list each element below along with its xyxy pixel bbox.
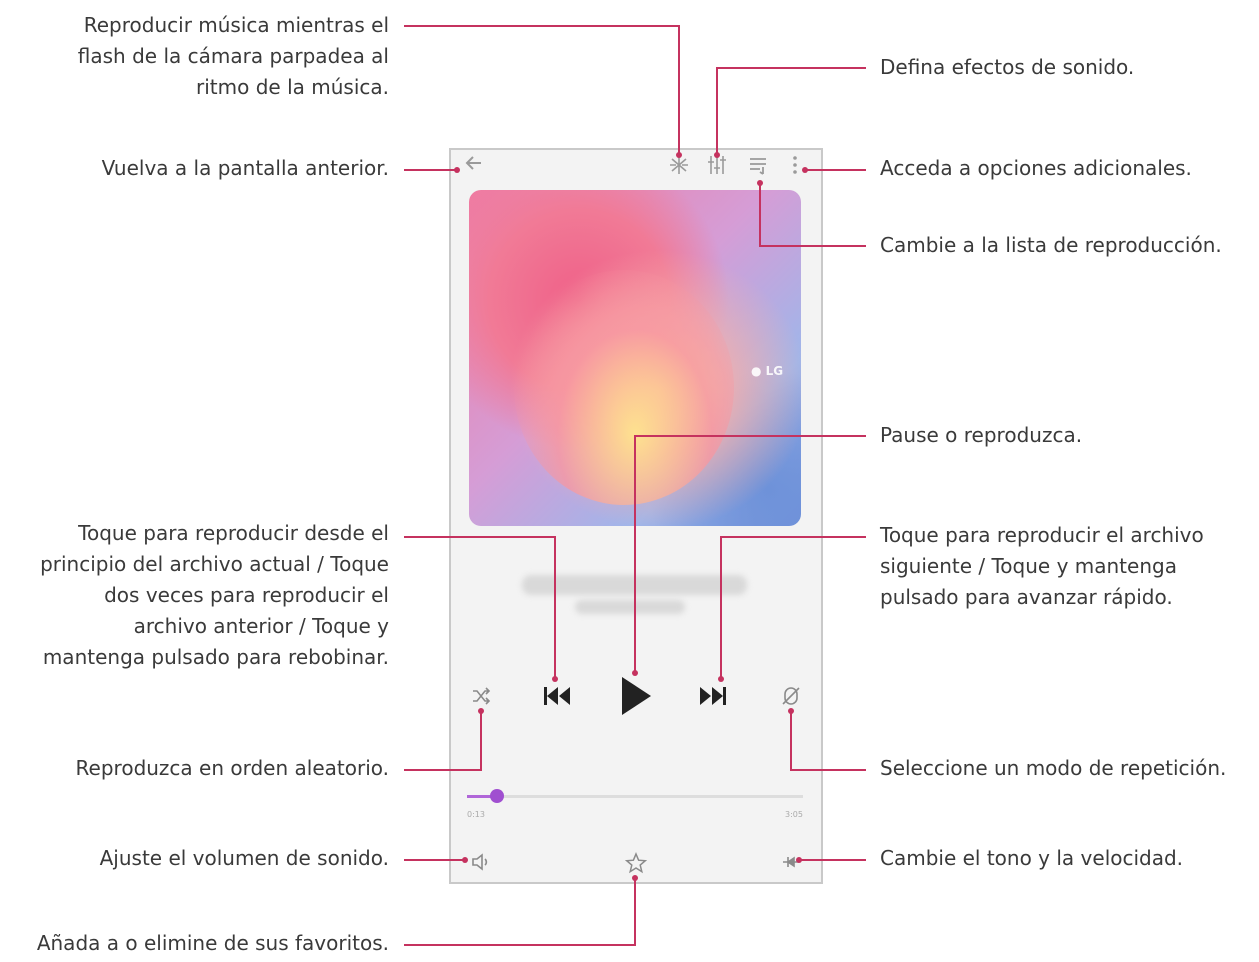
star-outline-icon [624, 852, 648, 874]
label-light-sync-line: Reproducir música mientras el [83, 13, 389, 37]
label-next: Toque para reproducir el archivo siguien… [880, 520, 1204, 613]
label-play-pause-line: Pause o reproduzca. [880, 423, 1083, 447]
label-shuffle-line: Reproduzca en orden aleatorio. [75, 756, 389, 780]
label-volume-line: Ajuste el volumen de sonido. [99, 846, 389, 870]
label-shuffle: Reproduzca en orden aleatorio. [76, 753, 389, 784]
album-logo-text: LG [765, 364, 784, 378]
label-favorites: Añada a o elimine de sus favoritos. [37, 928, 389, 959]
repeat-icon [782, 687, 800, 705]
album-logo: ● LG [751, 364, 784, 378]
label-back: Vuelva a la pantalla anterior. [102, 153, 389, 184]
label-more-options-line: Acceda a opciones adicionales. [880, 156, 1192, 180]
label-pitch-speed-line: Cambie el tono y la velocidad. [880, 846, 1184, 870]
skip-next-icon [700, 687, 726, 705]
label-light-sync-line: flash de la cámara parpadea al [77, 44, 389, 68]
progress-fill [467, 795, 498, 798]
label-back-line: Vuelva a la pantalla anterior. [101, 156, 389, 180]
next-button[interactable] [696, 683, 730, 713]
light-sync-icon[interactable] [667, 154, 691, 178]
label-play-pause: Pause o reproduzca. [880, 420, 1082, 451]
track-artist [575, 600, 685, 614]
playlist-icon[interactable] [746, 154, 770, 178]
label-favorites-line: Añada a o elimine de sus favoritos. [36, 931, 389, 955]
equalizer-icon[interactable] [705, 154, 729, 178]
label-volume: Ajuste el volumen de sonido. [100, 843, 389, 874]
label-repeat: Seleccione un modo de repetición. [880, 753, 1226, 784]
label-previous-line: principio del archivo actual / Toque [40, 552, 389, 576]
volume-button[interactable] [468, 852, 494, 876]
elapsed-time: 0:13 [467, 810, 485, 819]
label-light-sync-line: ritmo de la música. [196, 75, 389, 99]
label-playlist-line: Cambie a la lista de reproducción. [880, 233, 1222, 257]
total-time: 3:05 [785, 810, 803, 819]
label-sound-effects: Defina efectos de sonido. [880, 52, 1134, 83]
label-previous: Toque para reproducir desde el principio… [40, 518, 389, 673]
label-previous-line: archivo anterior / Toque y [133, 614, 389, 638]
label-next-line: pulsado para avanzar rápido. [880, 585, 1173, 609]
label-more-options: Acceda a opciones adicionales. [880, 153, 1192, 184]
repeat-button[interactable] [778, 685, 804, 711]
volume-icon [472, 853, 488, 871]
play-pause-button[interactable] [614, 673, 656, 721]
more-vertical-icon[interactable] [788, 154, 802, 178]
previous-button[interactable] [540, 683, 574, 713]
favorite-button[interactable] [623, 852, 649, 878]
back-arrow-icon[interactable] [461, 152, 487, 180]
label-next-line: siguiente / Toque y mantenga [880, 554, 1177, 578]
shuffle-button[interactable] [468, 685, 494, 711]
label-previous-line: Toque para reproducir desde el [78, 521, 389, 545]
shuffle-icon [473, 687, 491, 705]
progress-knob[interactable] [490, 789, 505, 803]
skip-previous-icon [544, 687, 570, 705]
label-previous-line: mantenga pulsado para rebobinar. [42, 645, 389, 669]
label-playlist: Cambie a la lista de reproducción. [880, 230, 1222, 261]
album-art-shape [514, 270, 734, 505]
label-previous-line: dos veces para reproducir el [104, 583, 389, 607]
play-icon [622, 677, 651, 715]
label-sound-effects-line: Defina efectos de sonido. [880, 55, 1135, 79]
pitch-speed-button[interactable] [778, 852, 804, 876]
progress-slider[interactable] [467, 789, 803, 803]
label-next-line: Toque para reproducir el archivo [880, 523, 1204, 547]
label-light-sync: Reproducir música mientras el flash de l… [78, 10, 389, 103]
label-repeat-line: Seleccione un modo de repetición. [880, 756, 1227, 780]
label-pitch-speed: Cambie el tono y la velocidad. [880, 843, 1183, 874]
